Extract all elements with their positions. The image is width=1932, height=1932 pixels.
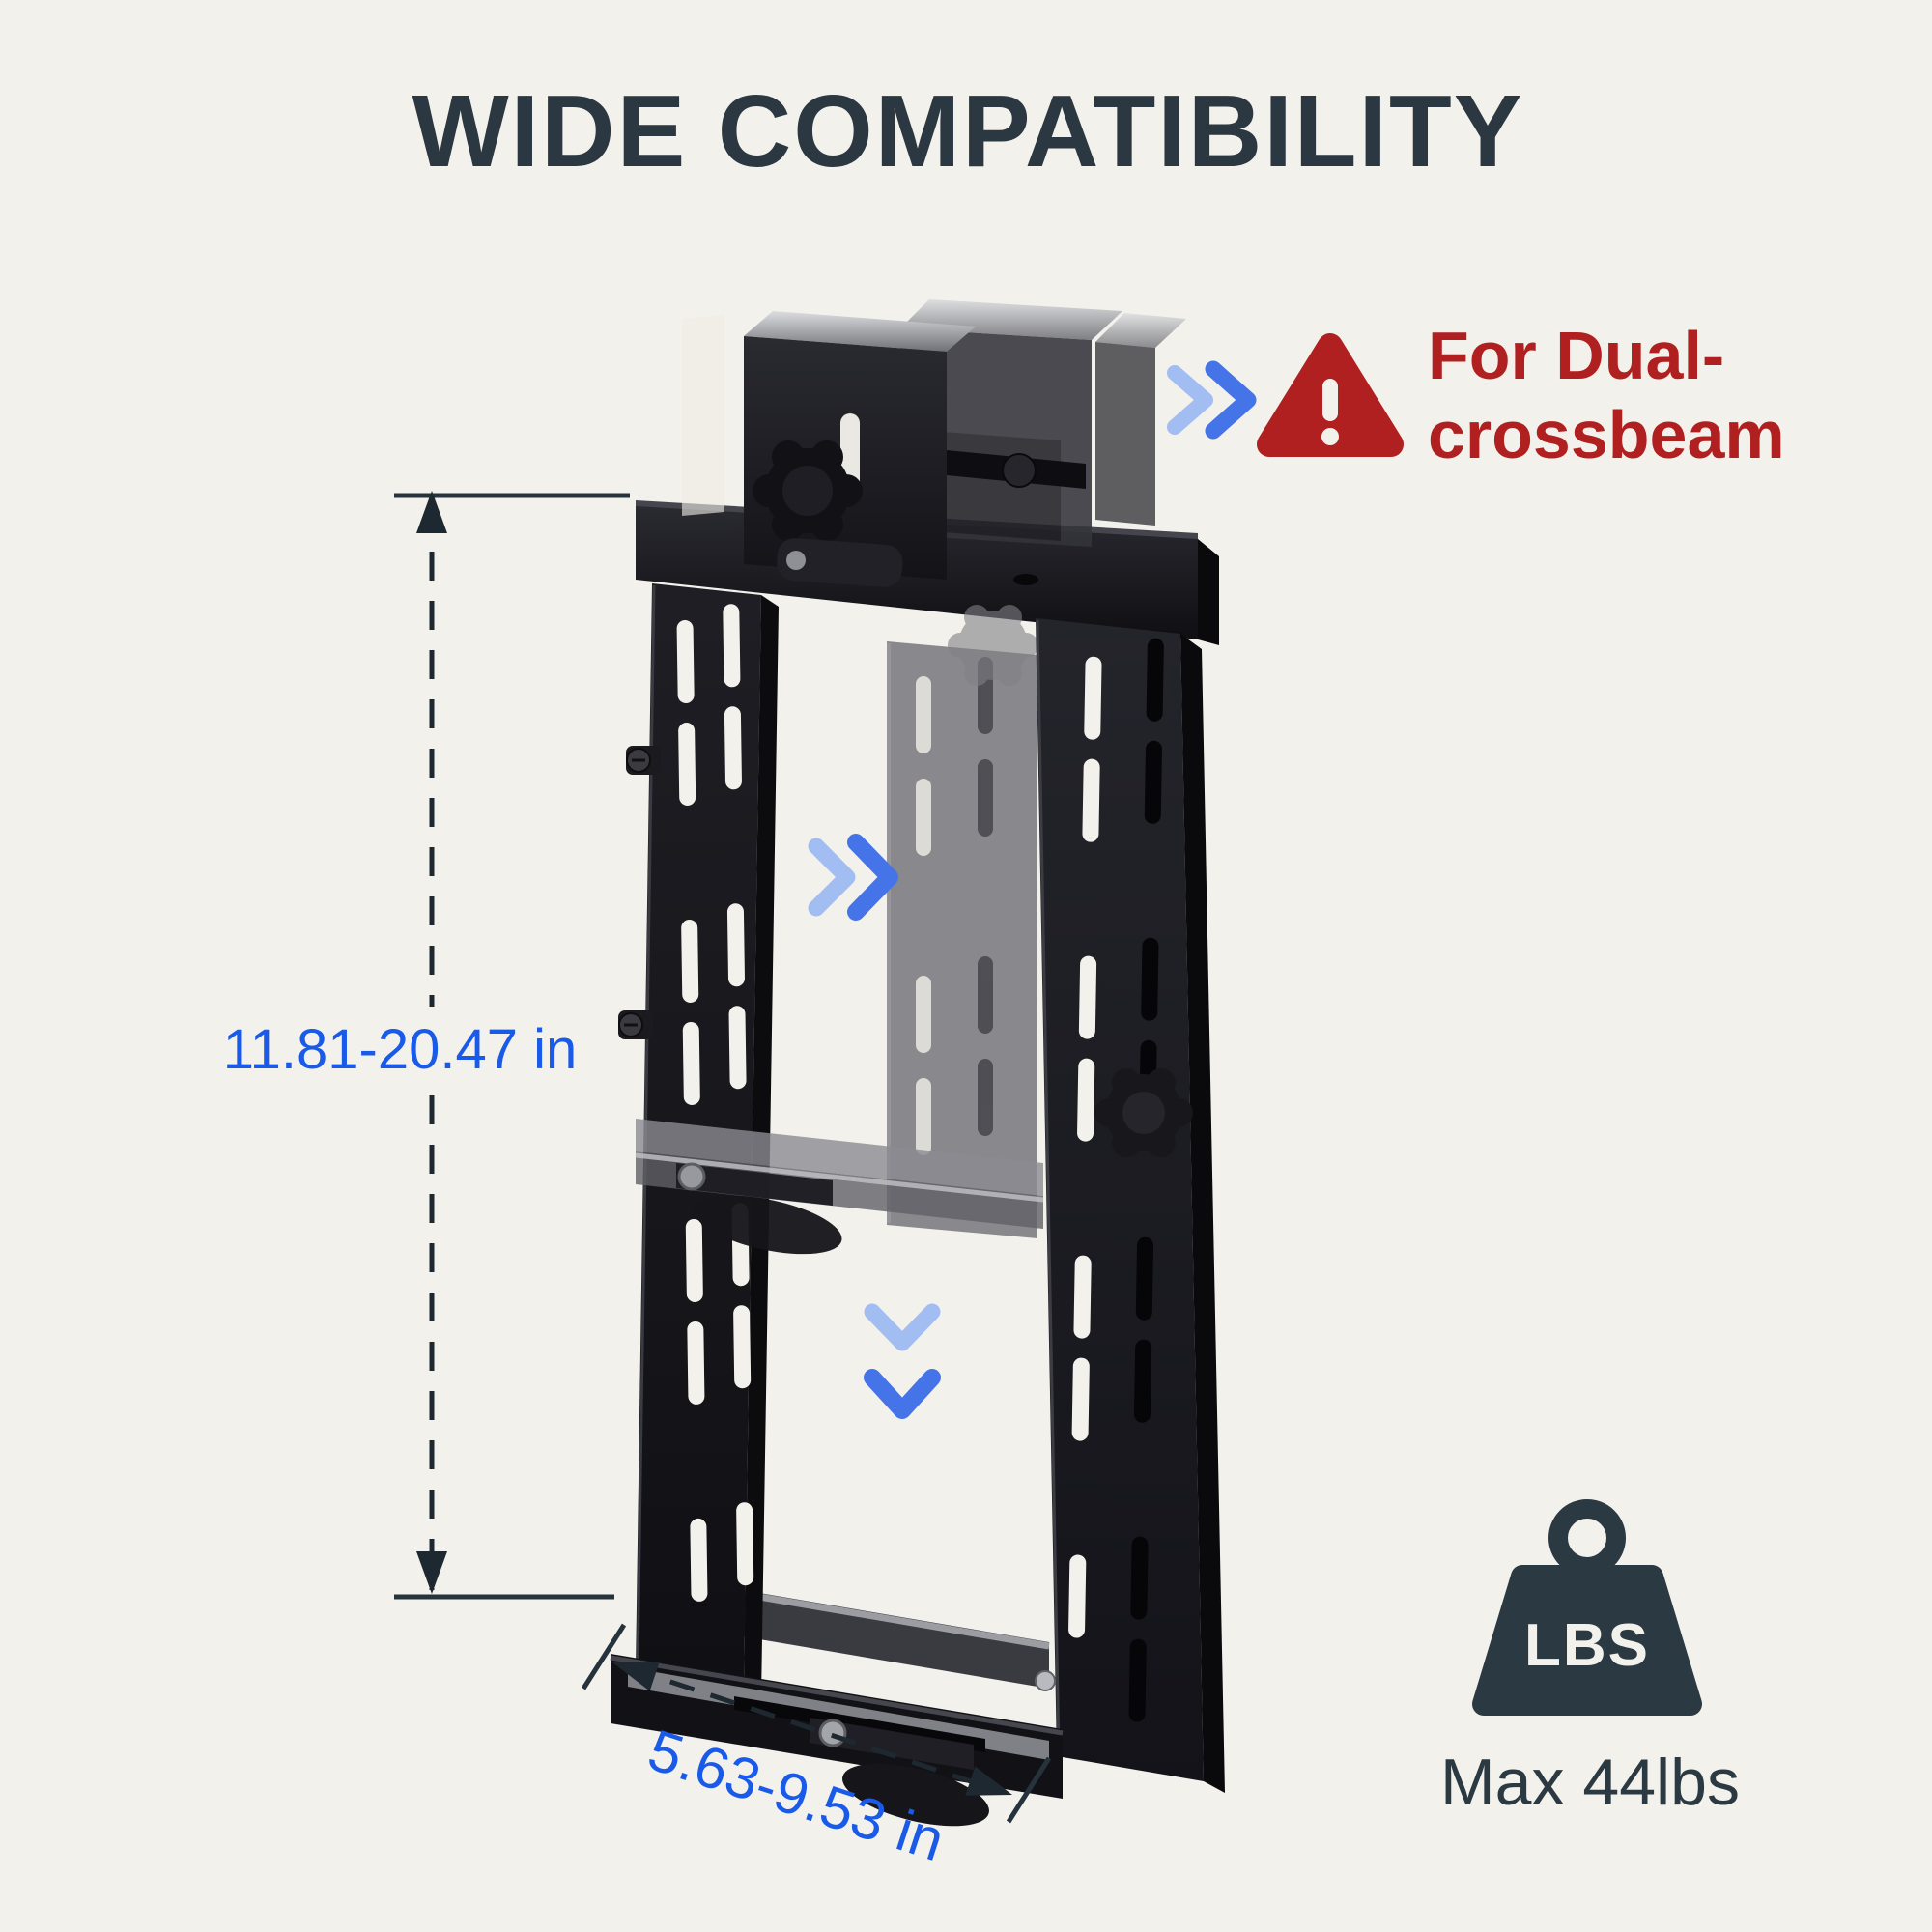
ghost-shelf: [635, 1119, 1044, 1255]
double-chevron-right-icon: [808, 834, 898, 921]
ghost-knob: [948, 605, 1038, 686]
locking-screw: [618, 1010, 653, 1039]
slot-pattern-left: [676, 604, 754, 1602]
locking-screw: [626, 746, 661, 775]
ghost-clamp-panel: [682, 315, 724, 516]
arrow-left-icon: [612, 1662, 660, 1691]
adjustment-knob: [1094, 1068, 1193, 1157]
weight-caption: Max 44lbs: [1440, 1746, 1740, 1819]
arrow-down-icon: [416, 1551, 447, 1594]
right-column: [1036, 618, 1225, 1793]
rail-latch-lever: [810, 1718, 989, 1827]
arrow-up-icon: [416, 491, 447, 533]
weight-callout: LBS Max 44lbs: [1440, 1499, 1740, 1819]
crossbeam-clamp: [744, 311, 976, 587]
shelf-latch-lever: [676, 1162, 842, 1255]
page-title: WIDE COMPATIBILITY: [412, 74, 1524, 188]
warning-triangle-icon: [1257, 333, 1404, 457]
weight-badge-label: LBS: [1524, 1612, 1650, 1679]
double-chevron-down-icon: [864, 1303, 941, 1419]
clamp-knob: [753, 440, 863, 541]
bracket-illustration: [610, 299, 1225, 1827]
height-range-label: 11.81-20.47 in: [223, 1018, 578, 1081]
arrow-right-icon: [965, 1766, 1012, 1796]
warning-callout: For Dual- crossbeam: [1257, 318, 1785, 472]
height-dimension: 11.81-20.47 in: [223, 491, 630, 1600]
slot-pattern-right: [1068, 638, 1164, 1722]
rear-rail: [719, 1586, 1050, 1689]
clamp-rod: [947, 450, 1086, 489]
double-chevron-right-icon: [1167, 360, 1257, 440]
ghost-inner-bracket: [887, 605, 1038, 1238]
weight-icon: LBS: [1472, 1499, 1702, 1716]
warning-label-line2: crossbeam: [1428, 397, 1785, 472]
warning-label-line1: For Dual-: [1428, 318, 1724, 393]
